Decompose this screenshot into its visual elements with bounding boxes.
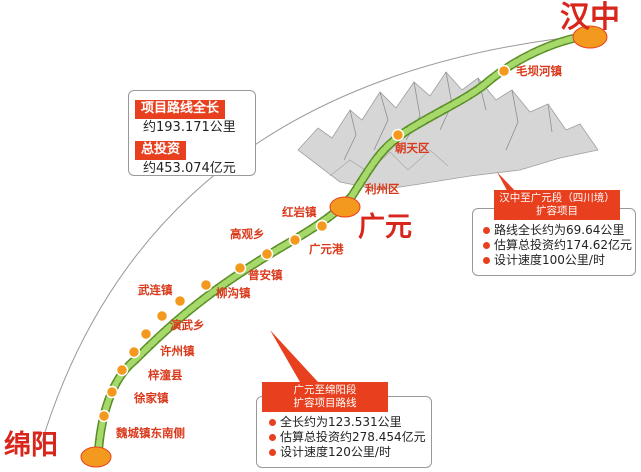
north-item: 设计速度100公里/时 [483, 253, 627, 268]
station-label: 朝天区 [395, 141, 430, 155]
bullet-icon [483, 242, 490, 249]
station-label: 武连镇 [138, 283, 173, 297]
station-label: 梓潼县 [148, 368, 183, 382]
station-label: 演武乡 [170, 318, 205, 332]
length-value: 约193.171公里 [143, 119, 236, 135]
investment-label: 总投资 [135, 140, 187, 160]
city-hanzhong: 汉中 [560, 0, 620, 35]
south-callout-pointer [270, 330, 318, 382]
summary-box: 项目路线全长 约193.171公里 总投资 约453.074亿元 [128, 90, 256, 176]
bullet-icon [269, 449, 276, 456]
city-guangyuan: 广元 [358, 212, 412, 243]
south-item: 全长约为123.531公里 [269, 415, 423, 430]
south-item: 设计速度120公里/时 [269, 445, 423, 460]
city-mianyang: 绵阳 [4, 430, 58, 461]
station-dots [97, 64, 511, 423]
station-label: 柳沟镇 [216, 286, 251, 300]
north-item: 路线全长约为69.64公里 [483, 223, 627, 238]
bullet-icon [269, 419, 276, 426]
south-item: 估算总投资约278.454亿元 [269, 430, 426, 445]
station-label: 广元港 [309, 242, 344, 256]
north-item: 估算总投资约174.62亿元 [483, 238, 632, 253]
investment-value: 约453.074亿元 [143, 160, 236, 176]
mountain-illustration [297, 71, 599, 191]
station-label: 魏城镇东南侧 [116, 426, 185, 440]
station-label: 普安镇 [248, 268, 283, 282]
station-label: 徐家镇 [134, 391, 169, 405]
bullet-icon [269, 434, 276, 441]
station-label: 高观乡 [230, 227, 265, 241]
length-label: 项目路线全长 [135, 100, 226, 119]
city-nodes [80, 25, 608, 468]
bullet-icon [483, 257, 490, 264]
station-label: 许州镇 [160, 344, 195, 358]
station-label: 毛坝河镇 [516, 64, 562, 78]
station-label: 红岩镇 [282, 205, 317, 219]
bullet-icon [483, 227, 490, 234]
station-label: 利州区 [365, 182, 400, 196]
south-section-header: 广元至绵阳段 扩容项目路线 [262, 382, 388, 412]
north-section-header: 汉中至广元段（四川境） 扩容项目 [494, 190, 620, 220]
